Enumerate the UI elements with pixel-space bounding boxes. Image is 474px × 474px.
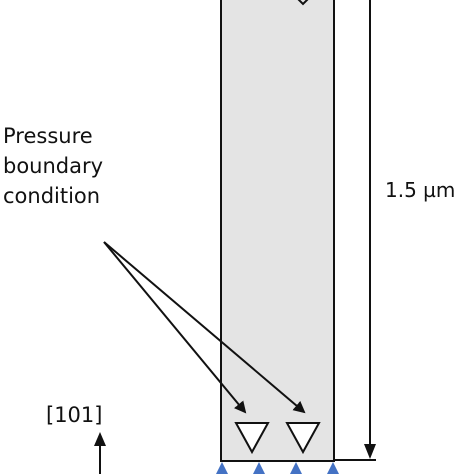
pointer-arrow-left bbox=[103, 241, 247, 414]
direction-arrowhead bbox=[94, 432, 106, 446]
specimen-pillar bbox=[220, 0, 335, 462]
pressure-label-line-1: Pressure bbox=[3, 124, 93, 148]
pressure-label-line-3: condition bbox=[3, 184, 101, 208]
pressure-label-line-2: boundary bbox=[3, 154, 104, 178]
pressure-triangle-right bbox=[285, 422, 321, 455]
support-arrow-1 bbox=[216, 462, 228, 474]
pressure-boundary-label: Pressure boundary condition bbox=[3, 121, 103, 211]
pressure-triangle-left bbox=[234, 422, 270, 455]
dimension-arrowhead bbox=[364, 444, 376, 459]
dimension-label: 1.5 µm bbox=[385, 178, 456, 202]
top-load-mark bbox=[297, 0, 309, 6]
support-arrow-3 bbox=[290, 462, 302, 474]
support-arrow-4 bbox=[327, 462, 339, 474]
pointer-arrow-right bbox=[103, 241, 306, 414]
crystal-direction-label: [101] bbox=[46, 403, 103, 427]
support-arrow-2 bbox=[253, 462, 265, 474]
